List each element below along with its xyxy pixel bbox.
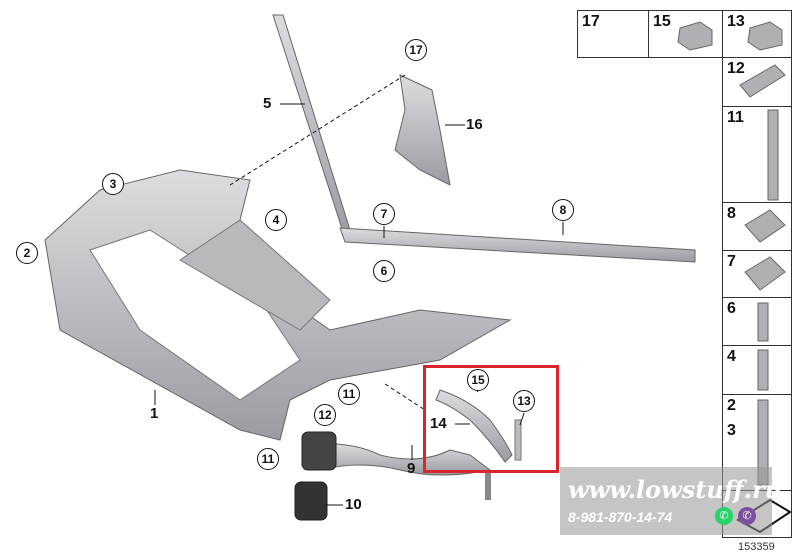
cell-label: 17 (582, 13, 600, 30)
callout-6: 6 (373, 260, 395, 282)
cell-13: 13 (722, 10, 792, 58)
watermark: www.lowstuff.ru 8-981-870-14-74 ✆ ✆ (560, 467, 782, 535)
label-10: 10 (345, 496, 362, 513)
callout-7: 7 (373, 203, 395, 225)
cell-label: 4 (727, 348, 736, 365)
cell-label: 6 (727, 300, 736, 317)
cell-label: 15 (653, 13, 671, 30)
cell-17: 17 (577, 10, 649, 58)
cell-6: 6 (722, 297, 792, 346)
cell-label: 11 (727, 109, 744, 126)
cell-label: 7 (727, 253, 736, 270)
cell-label: 12 (727, 60, 745, 77)
label-1: 1 (150, 405, 159, 422)
callout-11b: 11 (257, 448, 279, 470)
cell-8: 8 (722, 202, 792, 251)
part-16-bracket (394, 74, 451, 186)
cell-label: 2 (727, 397, 736, 414)
callout-2: 2 (16, 242, 38, 264)
cell-7: 7 (722, 250, 792, 298)
part-6-crossbar (339, 227, 696, 263)
callout-8: 8 (552, 199, 574, 221)
watermark-phone: 8-981-870-14-74 (568, 509, 673, 525)
cell-label: 13 (727, 13, 745, 30)
cell-4: 4 (722, 345, 792, 395)
label-5: 5 (263, 95, 272, 112)
cell-12: 12 (722, 57, 792, 107)
callout-11: 11 (338, 383, 360, 405)
diagram-id: 153359 (738, 541, 775, 553)
label-14: 14 (430, 415, 447, 432)
callout-15: 15 (467, 369, 489, 391)
viber-icon: ✆ (738, 507, 756, 525)
highlight-box (423, 365, 559, 473)
cell-label: 3 (727, 422, 736, 439)
part-10-bushing (294, 481, 328, 521)
callout-3: 3 (102, 173, 124, 195)
callout-12: 12 (314, 404, 336, 426)
whatsapp-icon: ✆ (715, 507, 733, 525)
part-14-arm (435, 389, 513, 463)
cell-label: 8 (727, 205, 736, 222)
label-9: 9 (407, 460, 416, 477)
callout-13: 13 (513, 390, 535, 412)
part-5-strut (272, 14, 351, 240)
callout-4: 4 (265, 209, 287, 231)
callout-17: 17 (405, 39, 427, 61)
label-16: 16 (466, 116, 483, 133)
cell-15: 15 (648, 10, 723, 58)
part-12-bushing (301, 431, 337, 471)
watermark-url: www.lowstuff.ru (568, 475, 783, 504)
cell-11: 11 (722, 106, 792, 203)
